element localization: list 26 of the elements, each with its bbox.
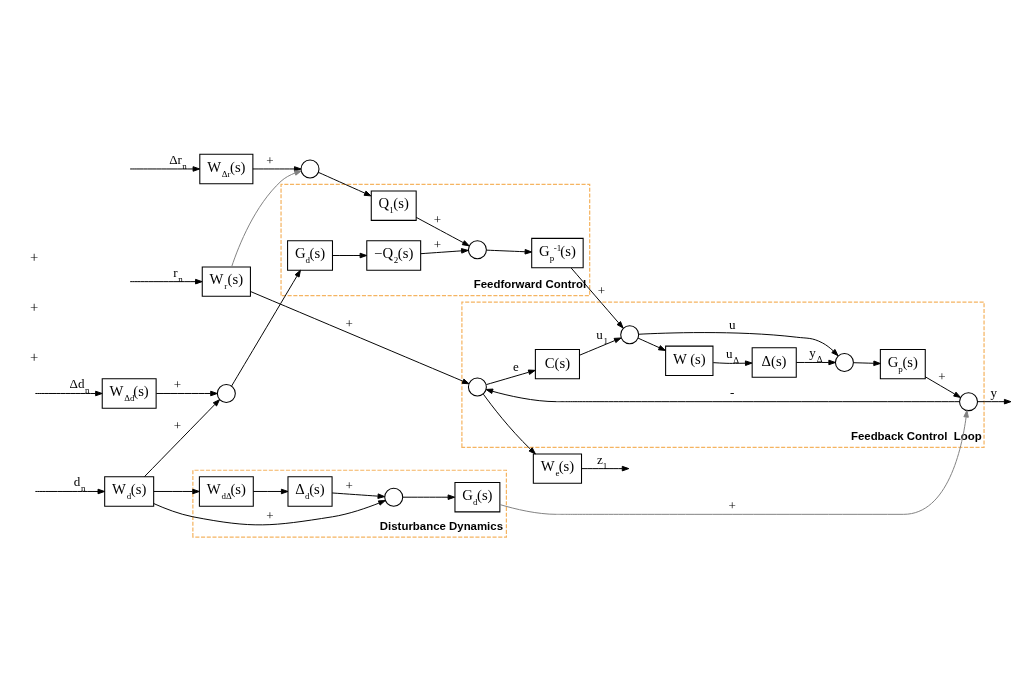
edge-label: +	[433, 236, 442, 252]
edge-label: u$_{Δ}$	[726, 345, 740, 365]
edge-label: d$_{n}$	[73, 473, 86, 493]
edge-label: +	[173, 376, 182, 392]
edge-label: +	[345, 477, 353, 493]
edge-label: z$_{1}$	[597, 451, 608, 471]
edge-label: Δd$_{n}$	[69, 375, 90, 395]
label: +	[29, 298, 39, 315]
edge-label: r$_{n}$	[173, 264, 183, 284]
edge-label: +	[728, 497, 736, 513]
edge-label: +	[173, 417, 182, 433]
label: +	[29, 248, 39, 265]
edge-label: +	[597, 282, 606, 298]
edge-label: +	[266, 152, 274, 168]
edge-label: Δr$_{n}$	[169, 151, 187, 171]
edge-label: +	[345, 315, 353, 331]
edge-label: y$_{Δ}$	[809, 344, 823, 364]
edge-label: u$_{1}$	[596, 326, 609, 346]
edge-label: y	[990, 384, 998, 400]
label: +	[29, 348, 39, 365]
edge-label: -	[730, 384, 735, 400]
edge-label: u	[728, 316, 736, 332]
edge-label: +	[433, 211, 442, 226]
edge-label: +	[938, 368, 946, 384]
edge-label: e	[512, 358, 519, 374]
edge-label: +	[266, 507, 274, 523]
